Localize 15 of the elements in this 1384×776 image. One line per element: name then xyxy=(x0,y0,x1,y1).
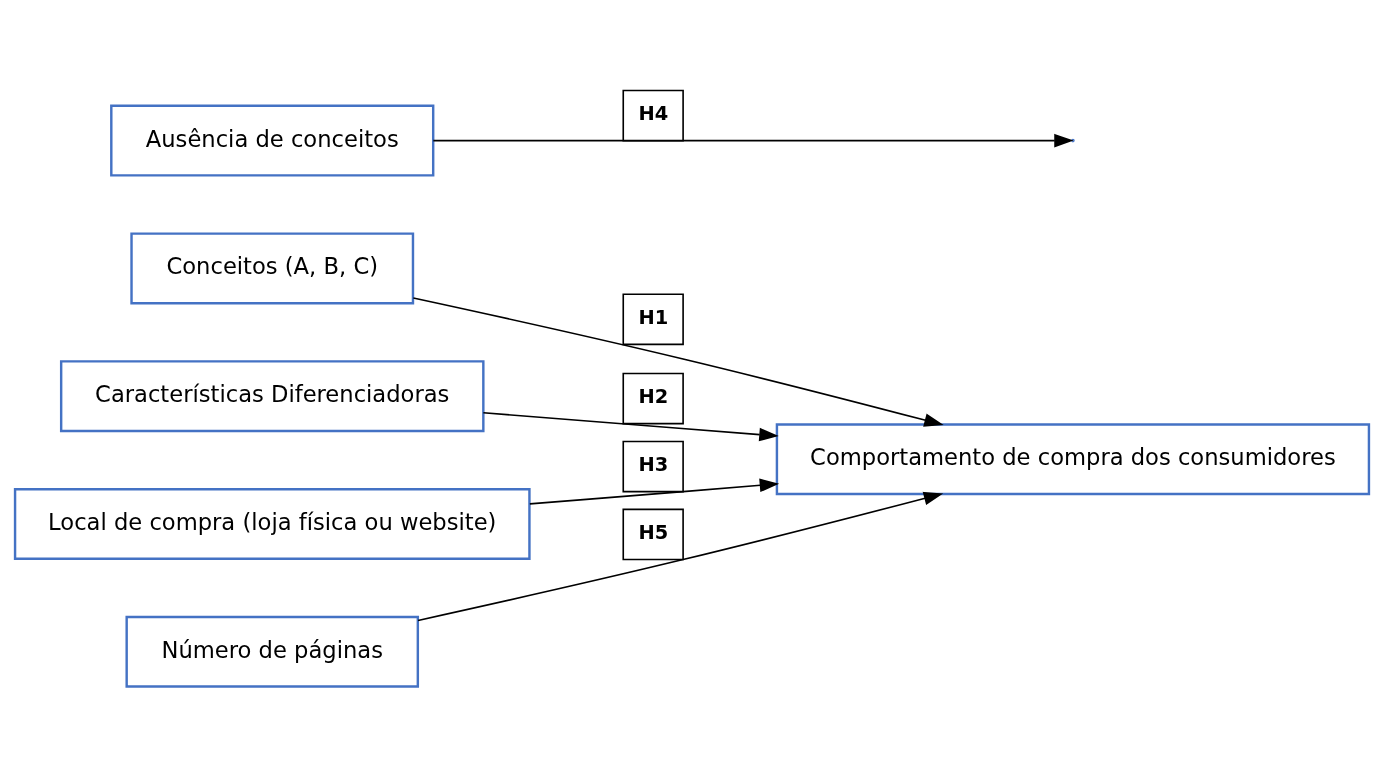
node-box: Conceitos (A, B, C) xyxy=(130,231,415,304)
edge-label: H4 xyxy=(638,101,669,125)
arrow xyxy=(432,133,1074,147)
node-box: Ausência de conceitos xyxy=(110,104,435,177)
edge-label: H2 xyxy=(638,384,669,408)
node-box: Número de páginas xyxy=(125,615,420,688)
arrow xyxy=(529,478,780,505)
node-box: Comportamento de compra dos consumidores xyxy=(775,422,1371,495)
node-box: Características Diferenciadoras xyxy=(59,359,485,432)
arrow xyxy=(482,411,779,441)
edge-label: H5 xyxy=(638,520,669,544)
edge-label: H1 xyxy=(638,305,669,329)
edge-label: H3 xyxy=(638,452,669,476)
node-box: Local de compra (loja física ou website) xyxy=(13,487,531,560)
arrow xyxy=(417,491,944,621)
